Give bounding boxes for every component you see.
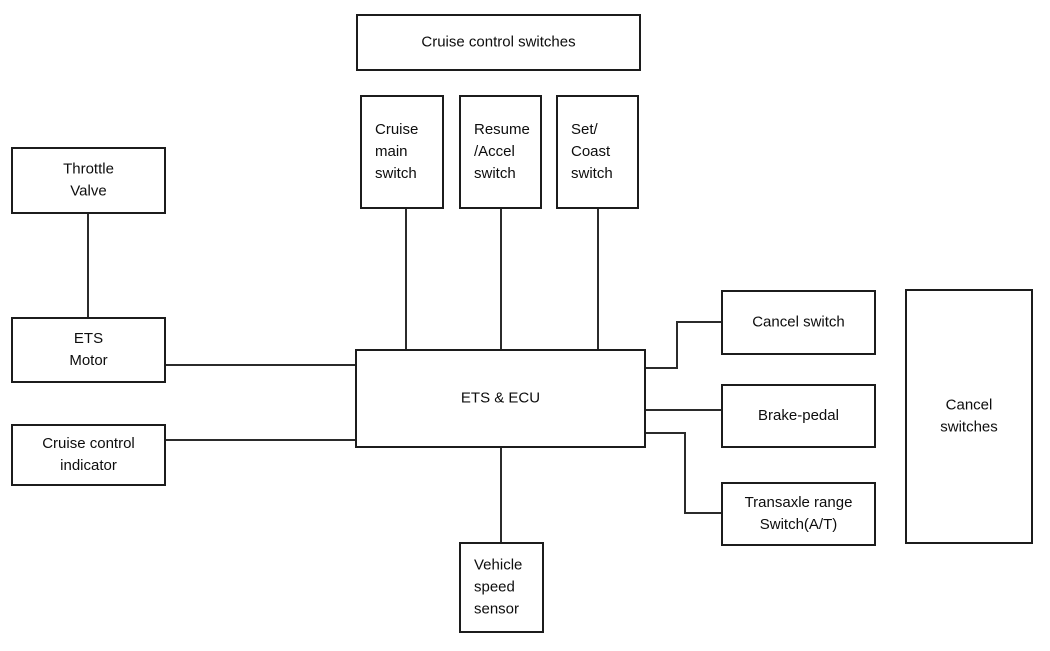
node-cruise-control-switches[interactable]: Cruise control switches xyxy=(356,14,641,71)
node-label-cruise-main-switch: main xyxy=(375,143,408,160)
node-label-set-coast-switch: Set/ xyxy=(571,121,599,138)
node-label-resume-accel-switch: /Accel xyxy=(474,143,515,160)
node-box-resume-accel-switch[interactable] xyxy=(459,95,542,209)
node-label-cancel-switches-group: Cancel xyxy=(946,396,993,413)
node-label-cancel-switch: Cancel switch xyxy=(752,313,845,330)
node-box-ets-motor[interactable] xyxy=(11,317,166,383)
node-cancel-switches-group[interactable]: Cancel switches xyxy=(905,289,1033,544)
node-label-set-coast-switch: Coast xyxy=(571,143,611,160)
node-cruise-main-switch[interactable]: Cruise main switch xyxy=(360,95,444,209)
node-label-transaxle-range-switch: Switch(A/T) xyxy=(760,516,838,533)
node-label-transaxle-range-switch: Transaxle range xyxy=(745,494,853,511)
node-label-set-coast-switch: switch xyxy=(571,165,613,182)
connector-layer xyxy=(87,207,723,544)
node-box-ets-and-ecu[interactable] xyxy=(355,349,646,448)
node-label-ets-motor: ETS xyxy=(74,330,103,347)
node-box-transaxle-range-switch[interactable] xyxy=(721,482,876,546)
node-box-cruise-control-indicator[interactable] xyxy=(11,424,166,486)
node-ets-and-ecu[interactable]: ETS & ECU xyxy=(355,349,646,448)
node-box-set-coast-switch[interactable] xyxy=(556,95,639,209)
node-layer: Cruise control switchesCruisemainswitchR… xyxy=(11,14,1033,633)
node-box-throttle-valve[interactable] xyxy=(11,147,166,214)
node-label-cruise-control-indicator: Cruise control xyxy=(42,435,135,452)
node-label-vehicle-speed-sensor: sensor xyxy=(474,600,519,617)
node-label-cruise-control-indicator: indicator xyxy=(60,457,117,474)
node-label-vehicle-speed-sensor: Vehicle xyxy=(474,556,522,573)
node-label-vehicle-speed-sensor: speed xyxy=(474,578,515,595)
node-label-resume-accel-switch: switch xyxy=(474,165,516,182)
node-box-cancel-switches-group[interactable] xyxy=(905,289,1033,544)
node-label-cruise-main-switch: Cruise xyxy=(375,121,418,138)
connector-ecu-to-transaxle-range-switch xyxy=(644,432,723,514)
node-box-brake-pedal[interactable] xyxy=(721,384,876,448)
node-label-ets-motor: Motor xyxy=(69,352,107,369)
node-label-cruise-main-switch: switch xyxy=(375,165,417,182)
node-vehicle-speed-sensor[interactable]: Vehicle speed sensor xyxy=(459,542,544,633)
connector-ecu-to-cancel-switch xyxy=(644,321,723,369)
node-label-throttle-valve: Valve xyxy=(70,182,106,199)
node-box-cruise-main-switch[interactable] xyxy=(360,95,444,209)
node-box-cancel-switch[interactable] xyxy=(721,290,876,355)
node-label-cruise-control-switches: Cruise control switches xyxy=(421,33,575,50)
node-label-ets-and-ecu: ETS & ECU xyxy=(461,389,540,406)
node-ets-motor[interactable]: ETS Motor xyxy=(11,317,166,383)
node-label-cancel-switches-group: switches xyxy=(940,418,998,435)
node-label-resume-accel-switch: Resume xyxy=(474,121,530,138)
node-box-vehicle-speed-sensor[interactable] xyxy=(459,542,544,633)
node-box-cruise-control-switches[interactable] xyxy=(356,14,641,71)
node-cruise-control-indicator[interactable]: Cruise control indicator xyxy=(11,424,166,486)
node-label-throttle-valve: Throttle xyxy=(63,160,114,177)
node-set-coast-switch[interactable]: Set/Coast switch xyxy=(556,95,639,209)
node-cancel-switch[interactable]: Cancel switch xyxy=(721,290,876,355)
node-resume-accel-switch[interactable]: Resume/Accel switch xyxy=(459,95,542,209)
node-brake-pedal[interactable]: Brake-pedal xyxy=(721,384,876,448)
node-label-brake-pedal: Brake-pedal xyxy=(758,407,839,424)
